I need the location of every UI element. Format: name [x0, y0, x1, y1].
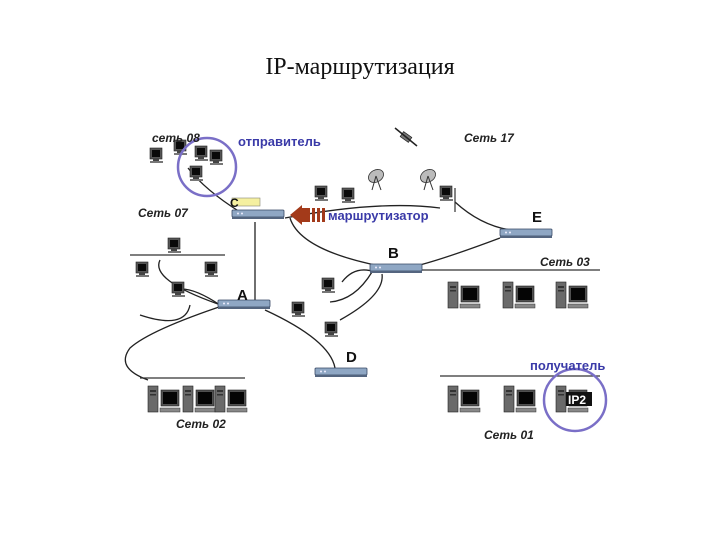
- router-e-label: E: [532, 209, 543, 226]
- receiver-label: получатель: [530, 358, 606, 373]
- net07-hosts: [135, 237, 219, 298]
- net02-label: Сеть 02: [176, 417, 226, 431]
- router-e[interactable]: [499, 228, 553, 239]
- dish-icon: [365, 166, 387, 191]
- ip-badge-label: IP2: [568, 393, 587, 407]
- net03-hosts: [447, 281, 589, 309]
- router-pointer-arrow: [290, 205, 325, 225]
- router-c[interactable]: [231, 197, 285, 220]
- diagram-title: IP-маршрутизация: [265, 54, 455, 80]
- sender-highlight-circle: [176, 136, 238, 198]
- router-note-label: маршрутизатор: [328, 208, 429, 223]
- ip-badge-box: [566, 392, 592, 406]
- net17-label: Сеть 17: [464, 131, 514, 145]
- router-b-label: B: [388, 245, 399, 262]
- net07-label: Сеть 07: [138, 206, 188, 220]
- net02-hosts: [147, 385, 248, 413]
- sender-label: отправитель: [238, 134, 321, 149]
- router-a-label: A: [237, 287, 248, 304]
- dish-icon: [417, 166, 439, 191]
- router-d[interactable]: [314, 367, 368, 378]
- satellite-icon: [394, 127, 418, 147]
- net01-label: Сеть 01: [484, 428, 534, 442]
- router-c-label: C: [230, 196, 239, 210]
- router-d-label: D: [346, 349, 357, 366]
- net03-label: Сеть 03: [540, 255, 590, 269]
- net08-label: сеть 08: [152, 131, 200, 145]
- network-buses: [130, 188, 600, 379]
- receiver-highlight-circle: [542, 367, 608, 433]
- router-b[interactable]: [369, 263, 423, 274]
